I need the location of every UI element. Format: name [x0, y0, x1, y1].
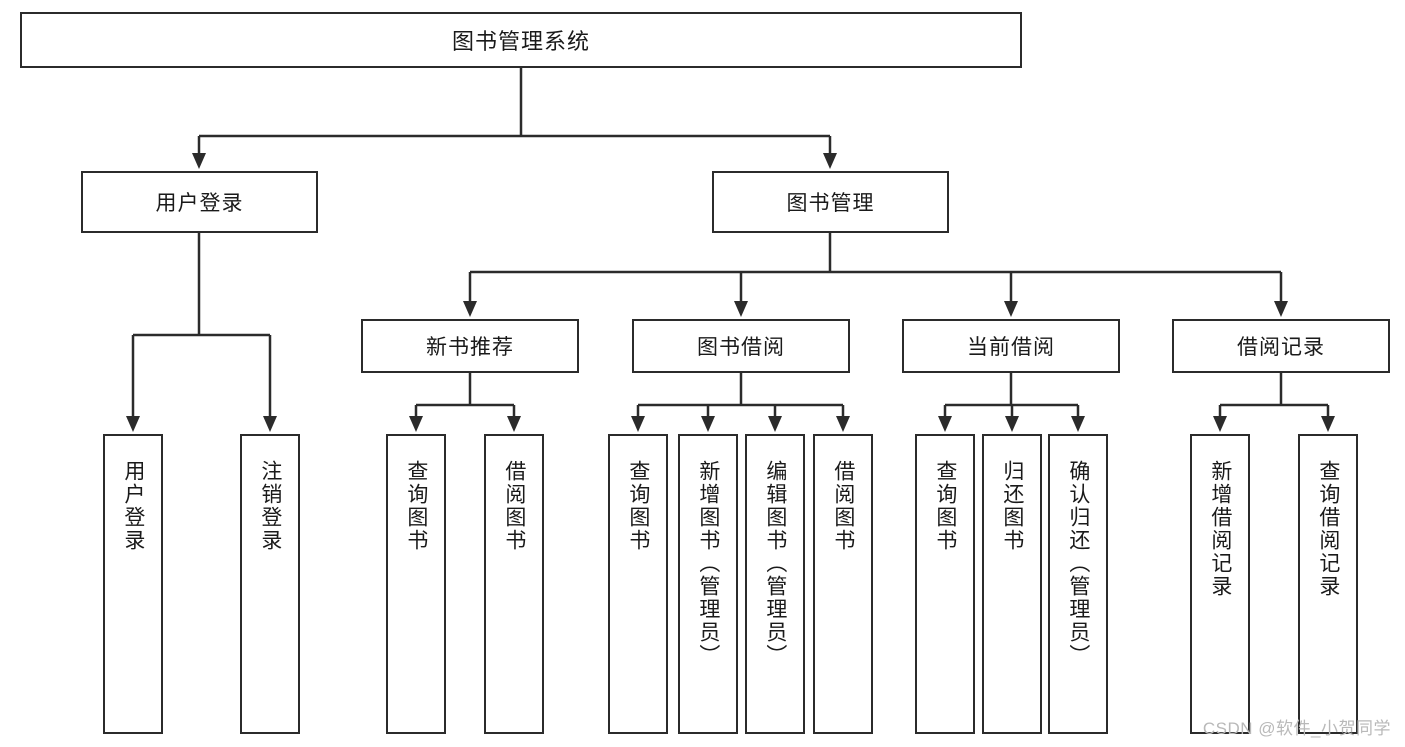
arrow-head-icon [701, 416, 715, 432]
node-leaf-add-record[interactable]: 新增借阅记录 [1190, 434, 1250, 734]
node-label: 图书管理 [786, 192, 875, 215]
node-label: 用户登录 [121, 460, 145, 552]
node-label: 查询图书 [404, 460, 428, 552]
node-label: 查询借阅记录 [1316, 460, 1340, 598]
node-label: 新增借阅记录 [1208, 460, 1232, 598]
node-leaf-borrow-book-1[interactable]: 借阅图书 [484, 434, 544, 734]
node-label: 新增图书（管理员） [696, 460, 720, 667]
arrow-head-icon [938, 416, 952, 432]
node-book-borrow[interactable]: 图书借阅 [632, 319, 850, 373]
node-user-login[interactable]: 用户登录 [81, 171, 318, 233]
node-label: 当前借阅 [967, 336, 1055, 359]
node-leaf-query-book-3[interactable]: 查询图书 [915, 434, 975, 734]
node-label: 查询图书 [933, 460, 957, 552]
node-label: 编辑图书（管理员） [763, 460, 787, 667]
arrow-head-icon [1005, 416, 1019, 432]
node-leaf-return-book[interactable]: 归还图书 [982, 434, 1042, 734]
node-leaf-query-book-2[interactable]: 查询图书 [608, 434, 668, 734]
arrow-head-icon [768, 416, 782, 432]
node-leaf-user-login[interactable]: 用户登录 [103, 434, 163, 734]
node-label: 查询图书 [626, 460, 650, 552]
node-leaf-add-book[interactable]: 新增图书（管理员） [678, 434, 738, 734]
node-borrow-record[interactable]: 借阅记录 [1172, 319, 1390, 373]
arrow-head-icon [409, 416, 423, 432]
arrow-head-icon [631, 416, 645, 432]
arrow-head-icon [823, 153, 837, 169]
node-label: 借阅图书 [831, 460, 855, 552]
arrow-head-icon [126, 416, 140, 432]
arrow-head-icon [1321, 416, 1335, 432]
node-label: 借阅记录 [1237, 336, 1325, 359]
node-label: 图书管理系统 [451, 29, 590, 54]
arrow-head-icon [1004, 301, 1018, 317]
node-leaf-borrow-book-2[interactable]: 借阅图书 [813, 434, 873, 734]
node-label: 注销登录 [258, 460, 282, 552]
node-label: 用户登录 [155, 192, 244, 215]
arrow-head-icon [1071, 416, 1085, 432]
node-label: 确认归还（管理员） [1066, 460, 1090, 667]
node-root-title[interactable]: 图书管理系统 [20, 12, 1022, 68]
node-label: 归还图书 [1000, 460, 1024, 552]
arrow-head-icon [1213, 416, 1227, 432]
node-label: 图书借阅 [697, 336, 785, 359]
arrow-head-icon [507, 416, 521, 432]
node-leaf-query-record[interactable]: 查询借阅记录 [1298, 434, 1358, 734]
node-new-book-recommend[interactable]: 新书推荐 [361, 319, 579, 373]
node-leaf-query-book-1[interactable]: 查询图书 [386, 434, 446, 734]
node-label: 借阅图书 [502, 460, 526, 552]
arrow-head-icon [263, 416, 277, 432]
node-book-manage[interactable]: 图书管理 [712, 171, 949, 233]
watermark-label: CSDN @软件_小贺同学 [1202, 719, 1391, 738]
node-leaf-confirm-return[interactable]: 确认归还（管理员） [1048, 434, 1108, 734]
arrow-head-icon [734, 301, 748, 317]
arrow-head-icon [463, 301, 477, 317]
node-label: 新书推荐 [426, 336, 514, 359]
arrow-head-icon [1274, 301, 1288, 317]
node-current-borrow[interactable]: 当前借阅 [902, 319, 1120, 373]
arrow-head-icon [836, 416, 850, 432]
node-leaf-edit-book[interactable]: 编辑图书（管理员） [745, 434, 805, 734]
arrow-head-icon [192, 153, 206, 169]
node-leaf-logout[interactable]: 注销登录 [240, 434, 300, 734]
